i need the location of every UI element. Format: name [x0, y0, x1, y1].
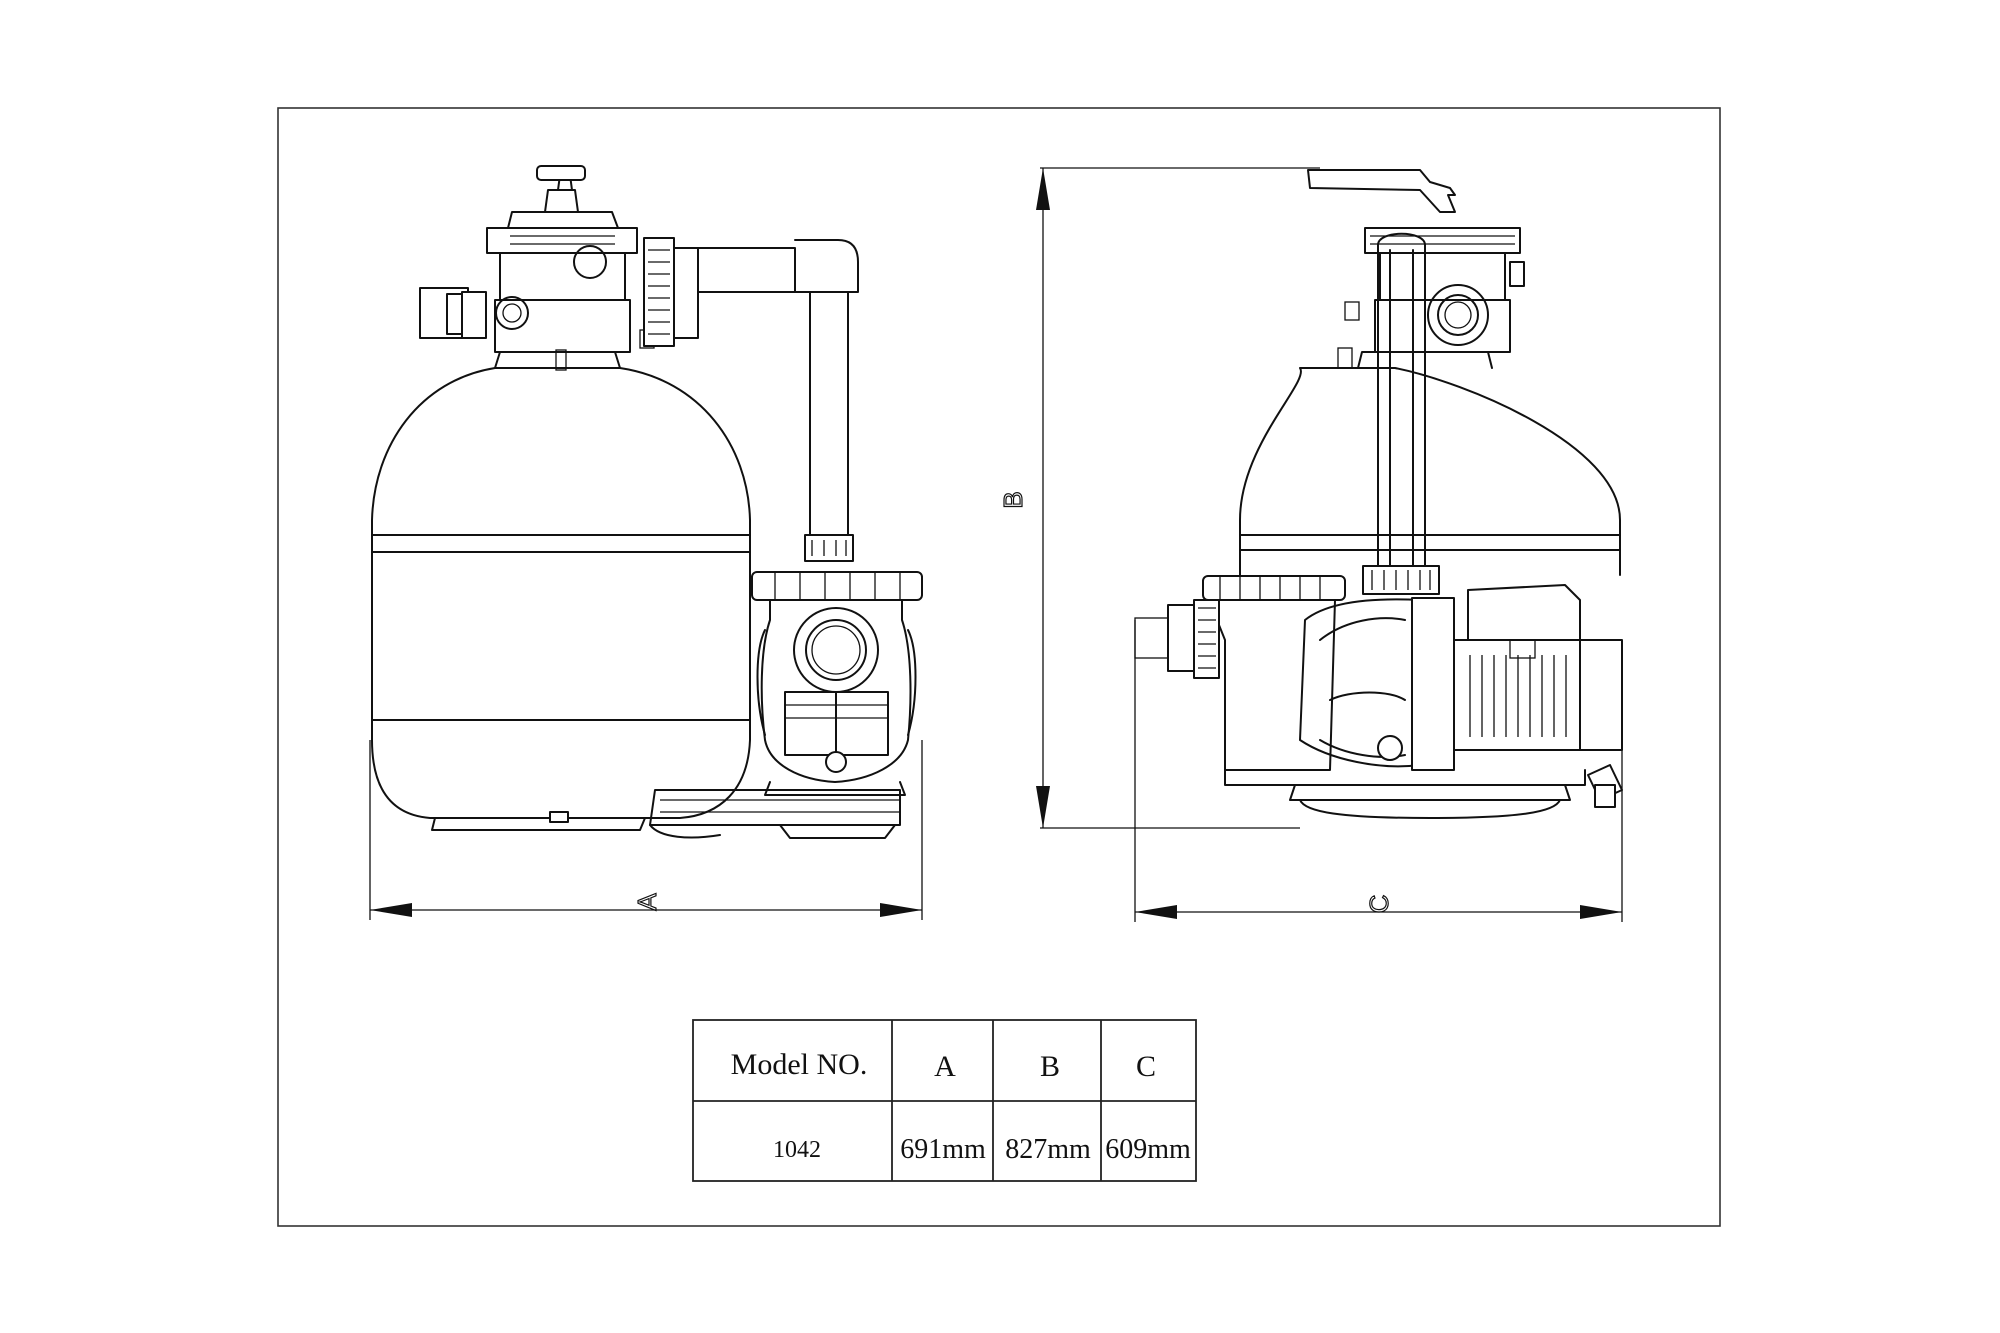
table-cell-c: 609mm — [1105, 1134, 1191, 1165]
table-header-b: B — [1040, 1050, 1060, 1083]
table-cell-a: 691mm — [900, 1134, 986, 1165]
dimension-c — [1134, 620, 1623, 922]
table-header-c: C — [1136, 1050, 1156, 1083]
dimension-b-label: B — [998, 491, 1028, 508]
dimension-a — [369, 740, 923, 920]
table-header-model: Model NO. — [731, 1048, 868, 1081]
spec-table: Model NO. A B C 1042 691mm 827mm 609mm — [692, 1019, 1197, 1182]
table-cell-b: 827mm — [1005, 1134, 1091, 1165]
dimension-b — [1036, 167, 1320, 829]
dimension-a-label: A — [632, 893, 662, 911]
front-view-filter-assembly — [371, 165, 923, 839]
side-view-filter-assembly — [1134, 169, 1623, 819]
drawing-frame — [277, 107, 1721, 1227]
table-header-a: A — [934, 1050, 956, 1083]
table-cell-model: 1042 — [773, 1137, 821, 1163]
dimension-c-label: C — [1364, 895, 1394, 914]
